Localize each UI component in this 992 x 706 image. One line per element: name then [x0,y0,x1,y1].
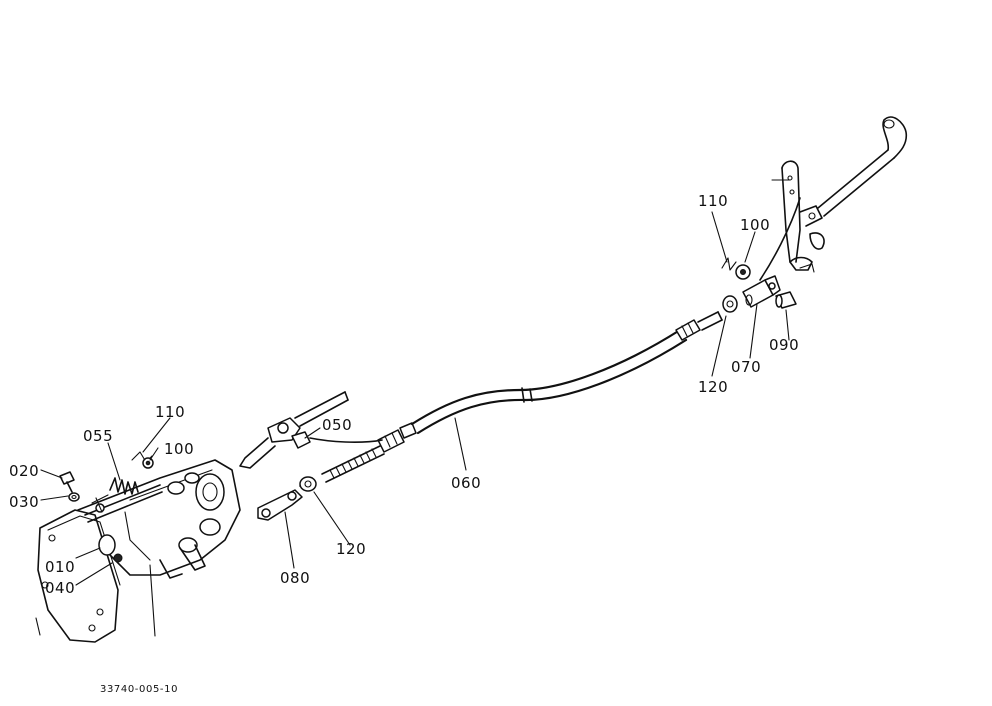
label-020: 020 [9,462,39,480]
label-100-right: 100 [740,216,770,234]
leader-lines [40,211,790,586]
cable-end-right [675,311,723,341]
transmission-housing [35,459,241,643]
label-090: 090 [769,336,799,354]
pin-090 [775,291,797,309]
nut-120-right [722,295,738,313]
label-060: 060 [451,474,481,492]
label-080: 080 [280,569,310,587]
drawing-number: 33740-005-10 [100,684,178,695]
lever-050 [239,391,349,469]
label-030: 030 [9,493,39,511]
right-small-parts [721,257,751,280]
clevis-070 [742,275,781,308]
label-040: 040 [45,579,75,597]
cable-end-left [321,422,417,483]
lever-080 [257,477,313,521]
wire-050 [309,437,383,443]
label-120-right: 120 [698,378,728,396]
clutch-pedal [759,116,908,281]
label-055: 055 [83,427,113,445]
label-050: 050 [322,416,352,434]
label-010: 010 [45,558,75,576]
label-100-left: 100 [164,440,194,458]
cable-060 [410,328,688,435]
label-120-left: 120 [336,540,366,558]
nut-120-left [299,476,317,492]
part-labels: 110 055 100 020 030 010 040 050 080 120 … [9,192,799,695]
label-110-right: 110 [698,192,728,210]
label-070: 070 [731,358,761,376]
left-small-parts [59,451,154,513]
label-110-left: 110 [155,403,185,421]
